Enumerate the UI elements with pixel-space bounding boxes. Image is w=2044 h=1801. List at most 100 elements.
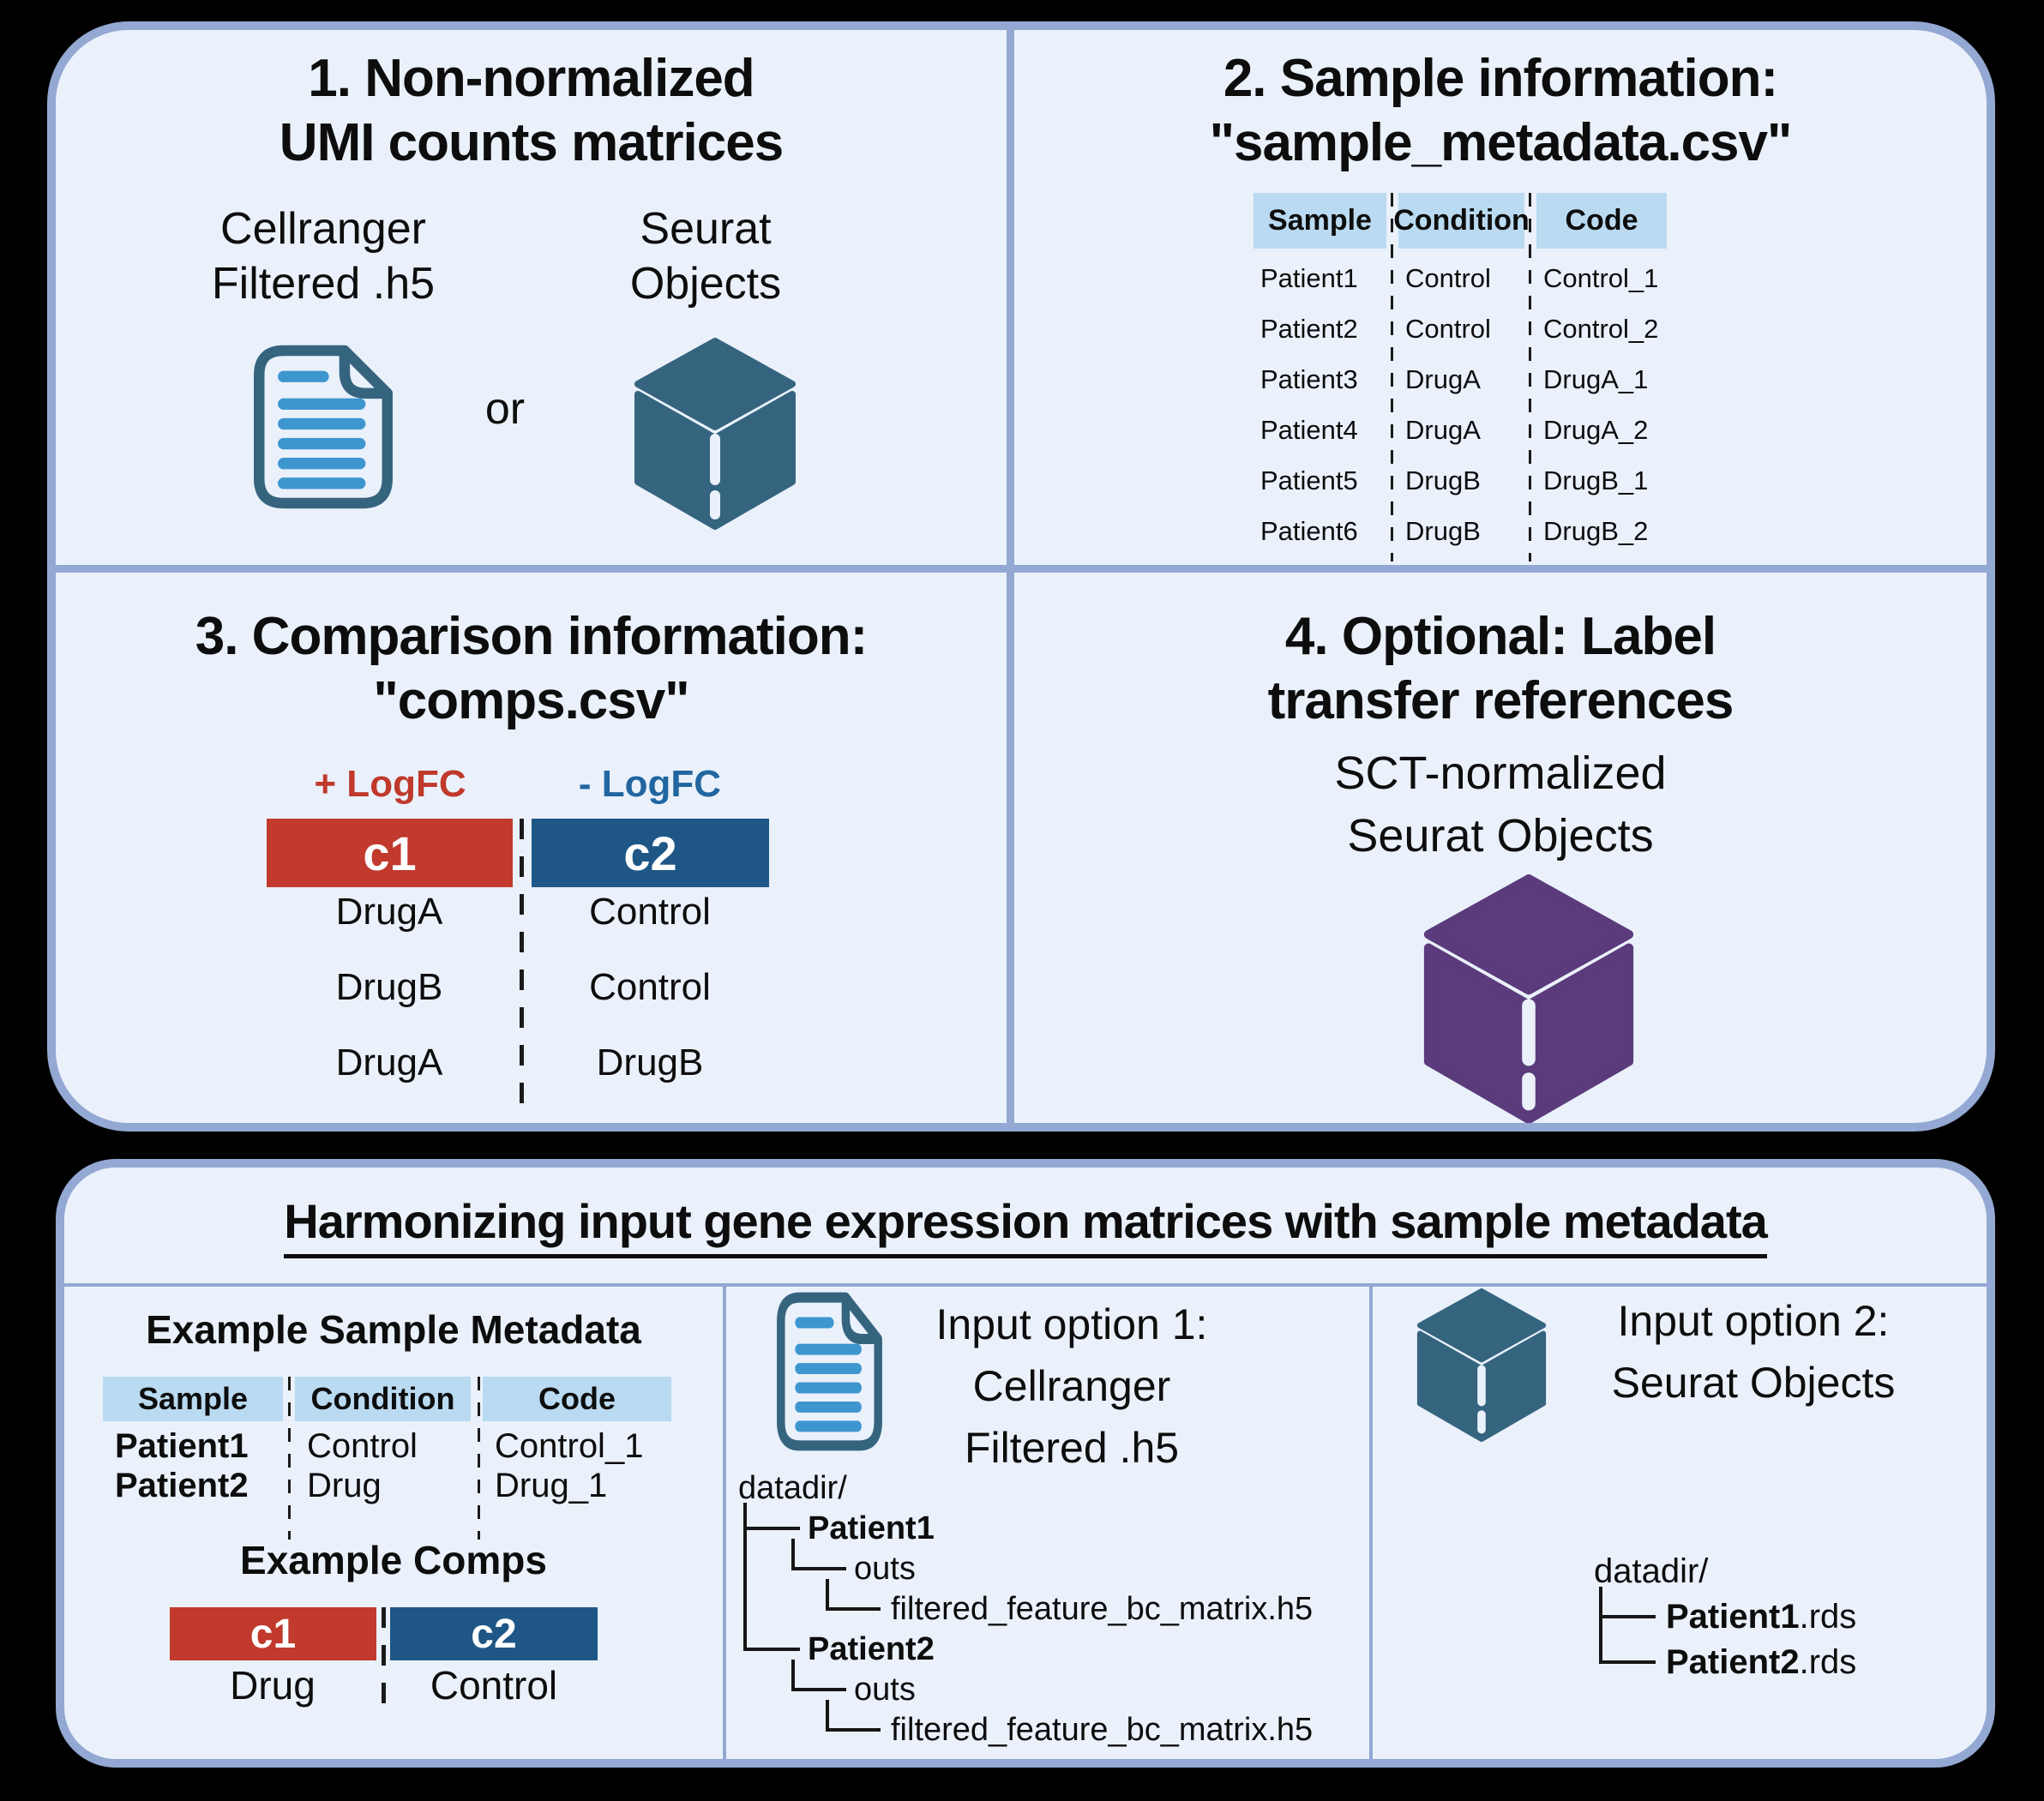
comp-cell: DrugA <box>335 891 443 933</box>
seurat-label-line2: Objects <box>629 259 782 309</box>
comp-cell: Drug <box>230 1663 316 1708</box>
tree-connector <box>826 1700 829 1732</box>
tree-connector <box>826 1607 881 1611</box>
table-cell: Control <box>1405 262 1491 293</box>
table-cell: DrugA_1 <box>1543 363 1649 394</box>
table-cell: Patient1 <box>1260 262 1358 293</box>
tree-connector <box>1599 1615 1656 1618</box>
column-header: Condition <box>295 1377 471 1421</box>
column-header: Code <box>1536 193 1667 249</box>
comp-cell: DrugB <box>596 1042 704 1084</box>
q2-title-line1: 2. Sample information: <box>1223 49 1778 108</box>
table-cell: Control <box>1405 313 1491 344</box>
sample-metadata-table: Sample Patient1 Patient2 Patient3 Patien… <box>1253 193 1667 556</box>
tree-connector <box>791 1539 795 1570</box>
q4-title-line2: transfer references <box>1267 671 1734 730</box>
harmonizing-header: Harmonizing input gene expression matric… <box>64 1168 1987 1283</box>
tree-node-name: Patient1 <box>1666 1598 1800 1636</box>
tree-node-name: Patient2 <box>1666 1643 1800 1681</box>
input-option2-title: Input option 2: Seurat Objects <box>1582 1290 1925 1414</box>
inputs-overview-panel: 1. Non-normalized UMI counts matrices Ce… <box>47 21 1995 1132</box>
example-comps-title: Example Comps <box>240 1538 547 1582</box>
table-cell: Patient5 <box>1260 465 1358 495</box>
tree-connector <box>826 1579 829 1611</box>
quadrant-label-transfer: 4. Optional: Label transfer references S… <box>1014 573 1987 1123</box>
table-cell: Patient2 <box>1260 313 1358 344</box>
tree-connector <box>743 1648 800 1651</box>
tree-node-outs: outs <box>854 1672 916 1708</box>
tree-connector <box>743 1503 747 1651</box>
cellranger-label-line1: Cellranger <box>220 204 426 254</box>
table-cell: DrugA <box>1405 363 1481 394</box>
input-option1-line2: Cellranger <box>972 1362 1171 1410</box>
column-header: Sample <box>103 1377 283 1421</box>
table-cell: Control_1 <box>1543 262 1659 293</box>
seurat-option-label: Seurat Objects <box>534 201 877 311</box>
or-label: or <box>484 384 526 434</box>
quadrant-umi-counts: 1. Non-normalized UMI counts matrices Ce… <box>56 30 1014 573</box>
seurat-cube-icon <box>1416 1288 1547 1442</box>
table-cell: DrugB_1 <box>1543 465 1649 495</box>
c2-header-bar: c2 <box>532 819 769 887</box>
tree-node-ext: .rds <box>1799 1598 1857 1636</box>
cellranger-file-tree: datadir/ Patient1 outs filtered_feature_… <box>735 1468 1368 1756</box>
example-metadata-table: Sample Patient1 Patient2 Condition Contr… <box>103 1377 671 1505</box>
table-column-separator <box>478 1377 480 1540</box>
comp-cell: Control <box>589 891 711 933</box>
tree-connector <box>826 1728 881 1732</box>
tree-node-ext: .rds <box>1799 1643 1857 1681</box>
c1-header-bar: c1 <box>267 819 513 887</box>
column-header: Code <box>483 1377 671 1421</box>
sct-subtitle-line2: Seurat Objects <box>1347 810 1654 861</box>
tree-node-root: datadir/ <box>1594 1552 1709 1590</box>
table-cell: Patient2 <box>115 1466 249 1504</box>
sct-subtitle-line1: SCT-normalized <box>1334 747 1667 799</box>
tree-node-outs: outs <box>854 1551 916 1587</box>
sct-seurat-cube-icon <box>1423 874 1634 1123</box>
column-divider <box>723 1287 726 1759</box>
comp-cell: DrugB <box>335 966 443 1008</box>
tree-node-patient2-rds: Patient2.rds <box>1666 1640 1856 1685</box>
input-option2-column: Input option 2: Seurat Objects datadir/ … <box>1373 1287 1987 1759</box>
table-cell: Patient1 <box>115 1426 249 1465</box>
c1-header-bar: c1 <box>170 1607 376 1660</box>
positive-logfc-label: + LogFC <box>314 763 466 805</box>
table-cell: DrugA <box>1405 414 1481 445</box>
negative-logfc-label: - LogFC <box>578 763 722 805</box>
table-cell: Patient4 <box>1260 414 1358 445</box>
table-column-sample: Sample Patient1 Patient2 <box>103 1377 283 1505</box>
table-cell: Control_2 <box>1543 313 1659 344</box>
table-column-condition: Condition Control Control DrugA DrugA Dr… <box>1393 193 1530 556</box>
table-cell: Control_1 <box>495 1426 644 1465</box>
comps-column-separator <box>520 819 524 1119</box>
comps-column-separator <box>382 1607 386 1712</box>
document-file-icon <box>254 345 393 509</box>
tree-connector <box>791 1567 846 1570</box>
tree-connector <box>1599 1587 1602 1664</box>
examples-column: Example Sample Metadata Sample Patient1 … <box>64 1287 723 1759</box>
document-file-icon <box>777 1292 882 1451</box>
table-cell: Drug_1 <box>495 1466 608 1504</box>
table-cell: Patient6 <box>1260 515 1358 546</box>
cellranger-option-label: Cellranger Filtered .h5 <box>152 201 495 311</box>
table-cell: DrugB <box>1405 465 1481 495</box>
table-cell: Control <box>307 1426 418 1465</box>
input-option1-column: Input option 1: Cellranger Filtered .h5 … <box>726 1287 1369 1759</box>
q3-title-line1: 3. Comparison information: <box>195 607 868 666</box>
quadrant-sample-information: 2. Sample information: "sample_metadata.… <box>1014 30 1987 573</box>
table-column-separator <box>288 1377 291 1540</box>
tree-node-patient1: Patient1 <box>808 1510 935 1546</box>
cellranger-label-line2: Filtered .h5 <box>211 259 436 309</box>
q1-title-line1: 1. Non-normalized <box>308 49 754 108</box>
column-header: Sample <box>1253 193 1386 249</box>
tree-node-h5-file: filtered_feature_bc_matrix.h5 <box>891 1712 1314 1748</box>
comp-cell: Control <box>430 1663 558 1708</box>
header-divider <box>64 1283 1987 1287</box>
input-option2-line2: Seurat Objects <box>1611 1359 1896 1407</box>
table-column-separator <box>1391 193 1393 561</box>
table-cell: DrugB_2 <box>1543 515 1649 546</box>
table-cell: Patient3 <box>1260 363 1358 394</box>
input-option2-line1: Input option 2: <box>1617 1297 1890 1345</box>
tree-connector <box>743 1527 800 1530</box>
tree-node-patient1-rds: Patient1.rds <box>1666 1594 1856 1640</box>
